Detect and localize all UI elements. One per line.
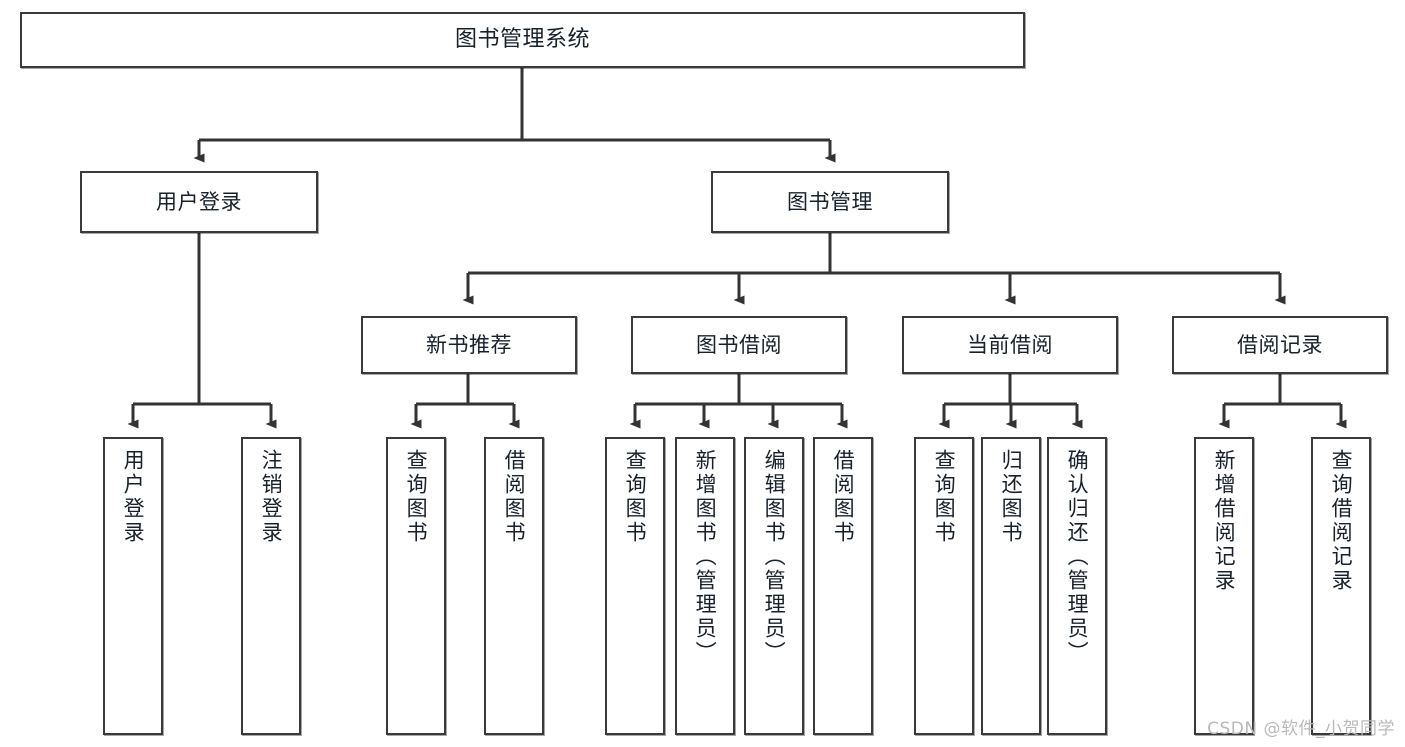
node-label: 图书借阅 [696,332,782,357]
node-borrow-record[interactable]: 借阅记录 [1172,316,1388,374]
node-book-borrow[interactable]: 图书借阅 [631,316,847,374]
node-label: 用户登录 [156,189,242,214]
node-label: 新书推荐 [426,332,512,357]
node-root-system[interactable]: 图书管理系统 [20,12,1025,68]
leaf-current-return-book[interactable]: 归还图书 [981,437,1041,735]
node-book-management[interactable]: 图书管理 [711,171,949,233]
node-label: 借阅图书 [831,449,856,545]
leaf-logout[interactable]: 注销登录 [241,437,301,735]
node-user-login[interactable]: 用户登录 [80,171,318,233]
leaf-record-query[interactable]: 查询借阅记录 [1311,437,1371,735]
node-label: 注销登录 [259,449,284,545]
leaf-new-book-query[interactable]: 查询图书 [386,437,446,735]
node-label: 用户登录 [121,449,146,545]
leaf-borrow-query-book[interactable]: 查询图书 [605,437,665,735]
node-label: 查询图书 [623,449,648,545]
node-label: 当前借阅 [967,332,1053,357]
leaf-user-login[interactable]: 用户登录 [103,437,163,735]
node-label: 新增借阅记录 [1212,449,1237,593]
node-label: 新增图书（管理员） [693,449,718,665]
leaf-current-confirm-return[interactable]: 确认归还（管理员） [1047,437,1107,735]
node-label: 归还图书 [999,449,1024,545]
leaf-new-book-borrow[interactable]: 借阅图书 [484,437,544,735]
leaf-borrow-borrow-book[interactable]: 借阅图书 [813,437,873,735]
node-label: 编辑图书（管理员） [762,449,787,665]
node-label: 借阅记录 [1237,332,1323,357]
node-label: 确认归还（管理员） [1065,449,1090,665]
watermark-text: CSDN @软件_小贺同学 [1207,719,1395,739]
node-label: 查询图书 [932,449,957,545]
node-label: 借阅图书 [502,449,527,545]
leaf-borrow-add-book[interactable]: 新增图书（管理员） [675,437,735,735]
node-label: 查询借阅记录 [1329,449,1354,593]
leaf-record-add[interactable]: 新增借阅记录 [1194,437,1254,735]
leaf-borrow-edit-book[interactable]: 编辑图书（管理员） [744,437,804,735]
node-current-borrow[interactable]: 当前借阅 [902,316,1118,374]
node-label: 图书管理 [787,189,873,214]
node-label: 图书管理系统 [454,27,590,53]
leaf-current-query-book[interactable]: 查询图书 [914,437,974,735]
node-new-book-recommend[interactable]: 新书推荐 [361,316,577,374]
node-label: 查询图书 [404,449,429,545]
